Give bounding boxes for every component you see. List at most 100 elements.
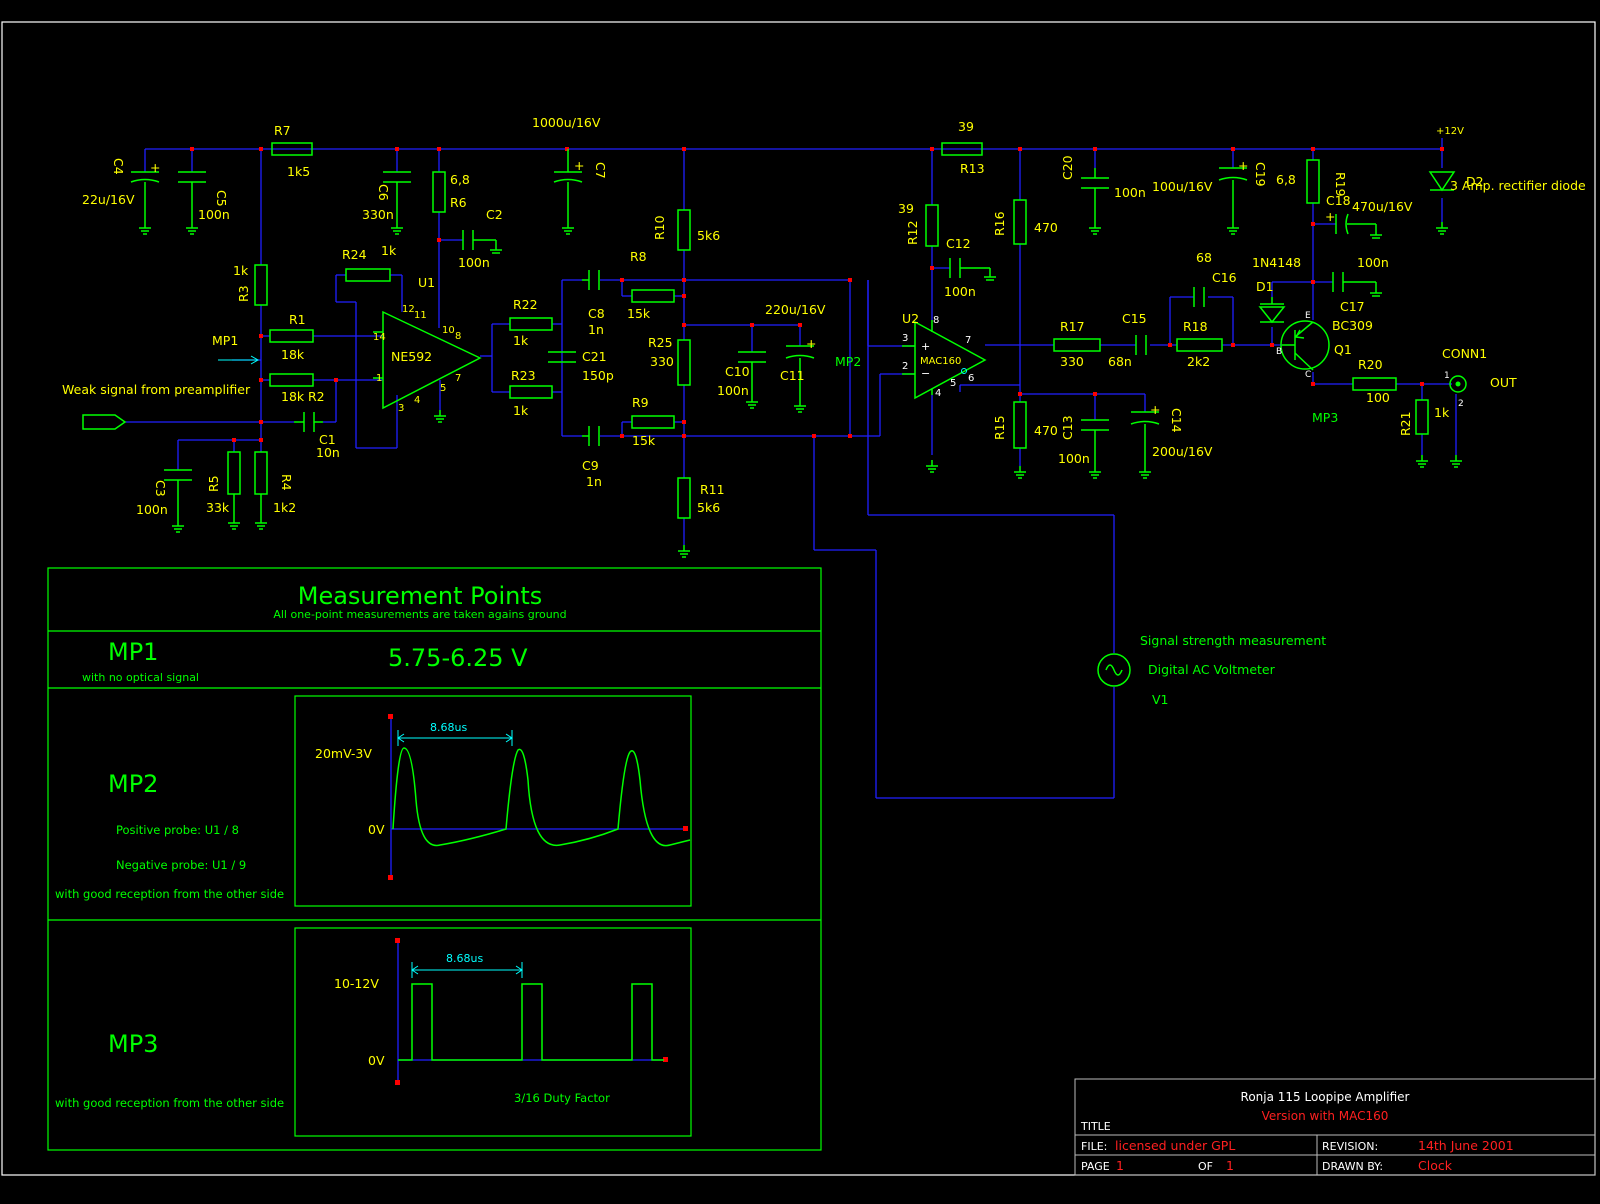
- svg-text:100n: 100n: [458, 255, 490, 270]
- resistor-r24: R24 1k: [342, 243, 397, 282]
- svg-text:+: +: [574, 158, 584, 173]
- svg-text:Signal strength measurement: Signal strength measurement: [1140, 633, 1326, 648]
- svg-text:R6: R6: [450, 195, 467, 210]
- svg-text:E: E: [1305, 311, 1311, 321]
- resistor-r22: R22 1k: [509, 297, 553, 348]
- svg-text:39: 39: [958, 119, 974, 134]
- resistor-r9: R9 15k: [631, 395, 675, 448]
- svg-text:R13: R13: [960, 161, 985, 176]
- svg-text:100n: 100n: [1357, 255, 1389, 270]
- voltmeter-v1: Signal strength measurement Digital AC V…: [1097, 633, 1326, 707]
- svg-text:10n: 10n: [316, 445, 340, 460]
- svg-text:330: 330: [1060, 354, 1084, 369]
- svg-text:1N4148: 1N4148: [1252, 255, 1301, 270]
- svg-text:5k6: 5k6: [697, 228, 720, 243]
- resistor-r2: 18k R2: [269, 373, 325, 404]
- svg-text:11: 11: [414, 310, 427, 321]
- svg-text:C10: C10: [725, 364, 750, 379]
- svg-text:C11: C11: [780, 368, 805, 383]
- svg-text:10: 10: [442, 325, 455, 336]
- diode-d1: 1N4148 D1: [1252, 255, 1301, 324]
- svg-text:R22: R22: [513, 297, 538, 312]
- mp2-scope-frame: [294, 695, 692, 907]
- resistor-r11: R11 5k6: [677, 477, 725, 558]
- svg-text:12: 12: [402, 304, 415, 315]
- mp1-marker: MP1: [212, 333, 260, 365]
- svg-text:C2: C2: [486, 207, 503, 222]
- capacitor-c14: + C14 200u/16V: [1130, 402, 1213, 479]
- svg-text:R3: R3: [236, 285, 251, 302]
- svg-text:6,8: 6,8: [450, 172, 470, 187]
- svg-text:+: +: [1238, 158, 1248, 173]
- svg-text:14th June 2001: 14th June 2001: [1418, 1138, 1514, 1153]
- mp3-title: MP3: [108, 1030, 158, 1058]
- svg-text:R5: R5: [206, 475, 221, 492]
- svg-text:V1: V1: [1152, 692, 1169, 707]
- svg-text:C3: C3: [153, 480, 168, 497]
- svg-text:R10: R10: [652, 215, 667, 240]
- svg-text:C1: C1: [319, 432, 336, 447]
- svg-text:18k: 18k: [281, 347, 305, 362]
- svg-text:MP2: MP2: [835, 354, 861, 369]
- capacitor-c10: C10 100n: [717, 351, 766, 409]
- svg-text:100n: 100n: [136, 502, 168, 517]
- svg-text:C: C: [1305, 370, 1311, 380]
- svg-text:R7: R7: [274, 123, 291, 138]
- capacitor-c19: + C19 100u/16V: [1152, 158, 1268, 235]
- capacitor-c20: C20 100n: [1060, 155, 1146, 235]
- capacitor-c4: + C4 22u/16V: [82, 158, 160, 235]
- resistor-r3: 1k R3: [233, 263, 268, 306]
- svg-text:8.68us: 8.68us: [430, 721, 467, 734]
- svg-text:with good reception from the o: with good reception from the other side: [55, 1096, 284, 1110]
- svg-text:2: 2: [902, 361, 908, 372]
- svg-text:100n: 100n: [1114, 185, 1146, 200]
- svg-text:TITLE: TITLE: [1080, 1120, 1111, 1133]
- svg-text:1k: 1k: [1434, 405, 1450, 420]
- svg-text:R11: R11: [700, 482, 725, 497]
- svg-text:100n: 100n: [1058, 451, 1090, 466]
- capacitor-c15: C15 68n: [1108, 311, 1147, 369]
- input-connector: Weak signal from preamplifier: [62, 382, 251, 430]
- svg-text:C7: C7: [593, 162, 608, 179]
- measurement-title: Measurement Points: [298, 582, 543, 610]
- mp3-duty: 3/16 Duty Factor: [514, 1091, 610, 1105]
- capacitor-c17: 100n C17: [1332, 255, 1389, 314]
- svg-text:C15: C15: [1122, 311, 1147, 326]
- svg-text:with good reception from the o: with good reception from the other side: [55, 887, 284, 901]
- svg-text:R1: R1: [289, 312, 306, 327]
- junction-dots: [190, 147, 1444, 442]
- svg-text:100u/16V: 100u/16V: [1152, 179, 1213, 194]
- svg-text:C18: C18: [1326, 193, 1351, 208]
- svg-text:C4: C4: [111, 158, 126, 175]
- title-block: Ronja 115 Loopipe Amplifier Version with…: [1074, 1078, 1596, 1176]
- svg-text:C21: C21: [582, 349, 607, 364]
- svg-text:Weak signal from preamplifier: Weak signal from preamplifier: [62, 382, 251, 397]
- svg-text:330: 330: [650, 354, 674, 369]
- capacitor-c1: C1 10n: [294, 412, 340, 460]
- svg-text:1k: 1k: [513, 333, 529, 348]
- resistor-r10: R10 5k6: [652, 209, 720, 251]
- svg-text:10-12V: 10-12V: [334, 976, 379, 991]
- svg-text:NE592: NE592: [391, 349, 432, 364]
- svg-text:−: −: [921, 367, 930, 380]
- svg-text:R18: R18: [1183, 319, 1208, 334]
- resistor-r6: 6,8 R6: [432, 171, 470, 213]
- resistor-r15: R15 470: [992, 401, 1058, 479]
- svg-text:1n: 1n: [586, 474, 602, 489]
- svg-text:C6: C6: [376, 184, 391, 201]
- title-block-name: Ronja 115 Loopipe Amplifier: [1241, 1090, 1410, 1104]
- svg-text:5k6: 5k6: [697, 500, 720, 515]
- svg-text:6,8: 6,8: [1276, 172, 1296, 187]
- mp2-label: MP2: [835, 354, 861, 369]
- resistor-r13: 39 R13: [941, 119, 985, 176]
- resistor-r4: R4 1k2: [254, 451, 296, 530]
- svg-text:U2: U2: [902, 311, 919, 326]
- svg-text:3 Amp. rectifier diode: 3 Amp. rectifier diode: [1450, 178, 1586, 193]
- svg-text:4: 4: [414, 395, 420, 406]
- svg-text:470: 470: [1034, 220, 1058, 235]
- mp3-waveform: [398, 983, 664, 1061]
- svg-text:1: 1: [1226, 1158, 1234, 1173]
- svg-text:OUT: OUT: [1490, 375, 1517, 390]
- svg-text:1k5: 1k5: [287, 164, 310, 179]
